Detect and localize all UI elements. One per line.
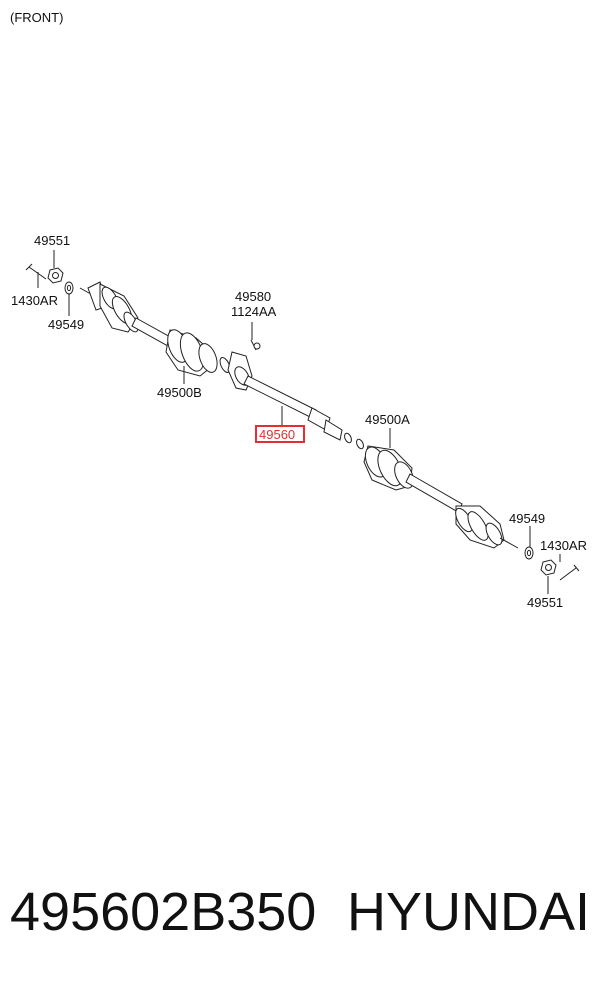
bolt-1430ar-right — [559, 564, 580, 581]
bolt-1430ar-left — [25, 263, 47, 280]
washer-49549-right — [524, 546, 534, 560]
nut-49551-left — [47, 267, 64, 284]
outer-cv-joint-right — [455, 505, 519, 549]
bolt-1124aa — [250, 339, 261, 351]
label-49580: 49580 — [235, 289, 271, 304]
shaft-left — [131, 317, 173, 347]
label-49500b: 49500B — [157, 385, 202, 400]
label-1430ar-left: 1430AR — [11, 293, 58, 308]
label-49549-right: 49549 — [509, 511, 545, 526]
label-1430ar-right: 1430AR — [540, 538, 587, 553]
label-1124aa: 1124AA — [231, 304, 277, 319]
part-number: 495602B350 — [10, 882, 317, 942]
ring-49500b — [219, 357, 231, 373]
highlight-box-49560 — [255, 425, 305, 443]
washer-49549-left — [64, 281, 74, 295]
label-49551-left: 49551 — [34, 233, 70, 248]
label-49560: 49560 — [259, 427, 295, 442]
brand-name: HYUNDAI — [346, 882, 590, 942]
shaft-right — [405, 473, 463, 513]
footer-caption: 495602B350 HYUNDAI — [10, 872, 590, 952]
intermediate-shaft-49560 — [243, 375, 364, 450]
nut-49551-right — [540, 559, 557, 576]
label-49549-left: 49549 — [48, 317, 84, 332]
label-49551-right: 49551 — [527, 595, 563, 610]
label-49500a: 49500A — [365, 412, 410, 427]
inner-cv-joint-49500b — [165, 329, 218, 377]
view-direction-label: (FRONT) — [10, 10, 63, 25]
leader-lines — [37, 250, 561, 594]
